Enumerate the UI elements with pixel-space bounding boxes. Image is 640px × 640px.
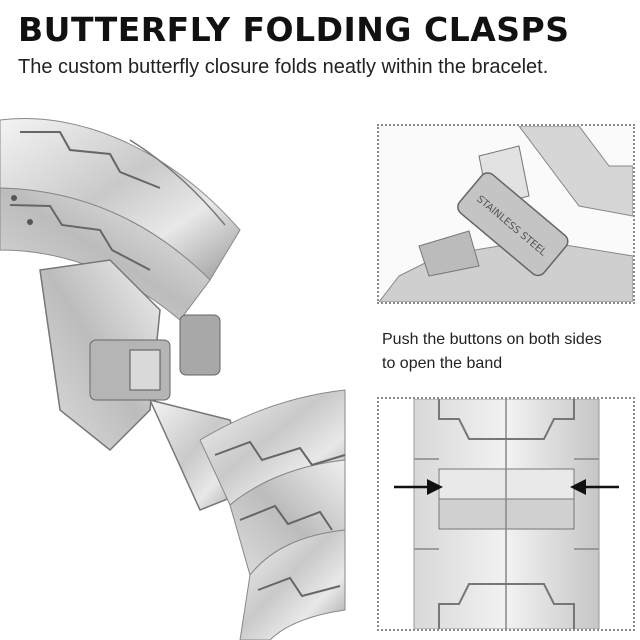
- push-buttons-panel: [377, 397, 635, 631]
- lower-band-segment: [199, 389, 346, 640]
- instruction-line-1: Push the buttons on both sides: [382, 331, 602, 348]
- page-title: BUTTERFLY FOLDING CLASPS: [18, 10, 570, 49]
- band-illustration: [0, 118, 346, 640]
- page-subtitle: The custom butterfly closure folds neatl…: [18, 56, 549, 78]
- right-arrow-icon: [570, 479, 619, 495]
- clasp-closeup-panel: STAINLESS STEEL: [377, 124, 635, 304]
- instruction-line-2: to open the band: [382, 355, 503, 372]
- upper-band-segment: [0, 118, 241, 321]
- instruction-caption: Push the buttons on both sides to open t…: [382, 328, 632, 376]
- left-arrow-icon: [394, 479, 443, 495]
